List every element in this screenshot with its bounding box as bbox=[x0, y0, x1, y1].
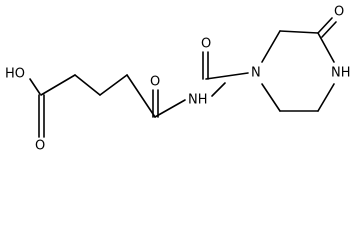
bond-c4-c5 bbox=[126, 74, 156, 118]
bond-c-ring-top-c3 bbox=[279, 30, 319, 34]
bond-nh-c6 bbox=[211, 82, 226, 97]
bond-c3-c4 bbox=[99, 74, 128, 96]
bonds bbox=[29, 17, 337, 138]
imide-nh-label: NH bbox=[188, 93, 208, 108]
carboxyl-oxygen-label: O bbox=[35, 139, 45, 154]
bond-c1-c2 bbox=[40, 74, 76, 96]
bond-nh4-c-ring-bottom bbox=[317, 83, 335, 112]
atom-labels: HO O O NH O N O NH bbox=[5, 5, 351, 154]
molecule-structure: HO O O NH O N O NH bbox=[5, 5, 351, 154]
ring-nh-label: NH bbox=[331, 66, 351, 81]
bond-c3-o-double-b bbox=[321, 21, 337, 38]
urea-oxygen-label: O bbox=[201, 37, 211, 52]
hydroxyl-label: HO bbox=[5, 67, 25, 82]
bond-c3-o-double-a bbox=[317, 17, 333, 34]
bond-n1-c-ring-top bbox=[261, 30, 281, 63]
bond-c2-c3 bbox=[74, 74, 101, 96]
bond-c5-nh bbox=[154, 99, 186, 118]
ring-nitrogen-label: N bbox=[251, 66, 261, 81]
amide-oxygen-label: O bbox=[150, 75, 160, 90]
bond-c3-nh4 bbox=[317, 32, 335, 63]
bond-c6-n1 bbox=[205, 72, 249, 80]
bond-ho-c1 bbox=[29, 78, 41, 95]
ring-oxygen-label: O bbox=[334, 5, 344, 20]
bond-c-ring-bottom-left-n1 bbox=[261, 83, 281, 112]
